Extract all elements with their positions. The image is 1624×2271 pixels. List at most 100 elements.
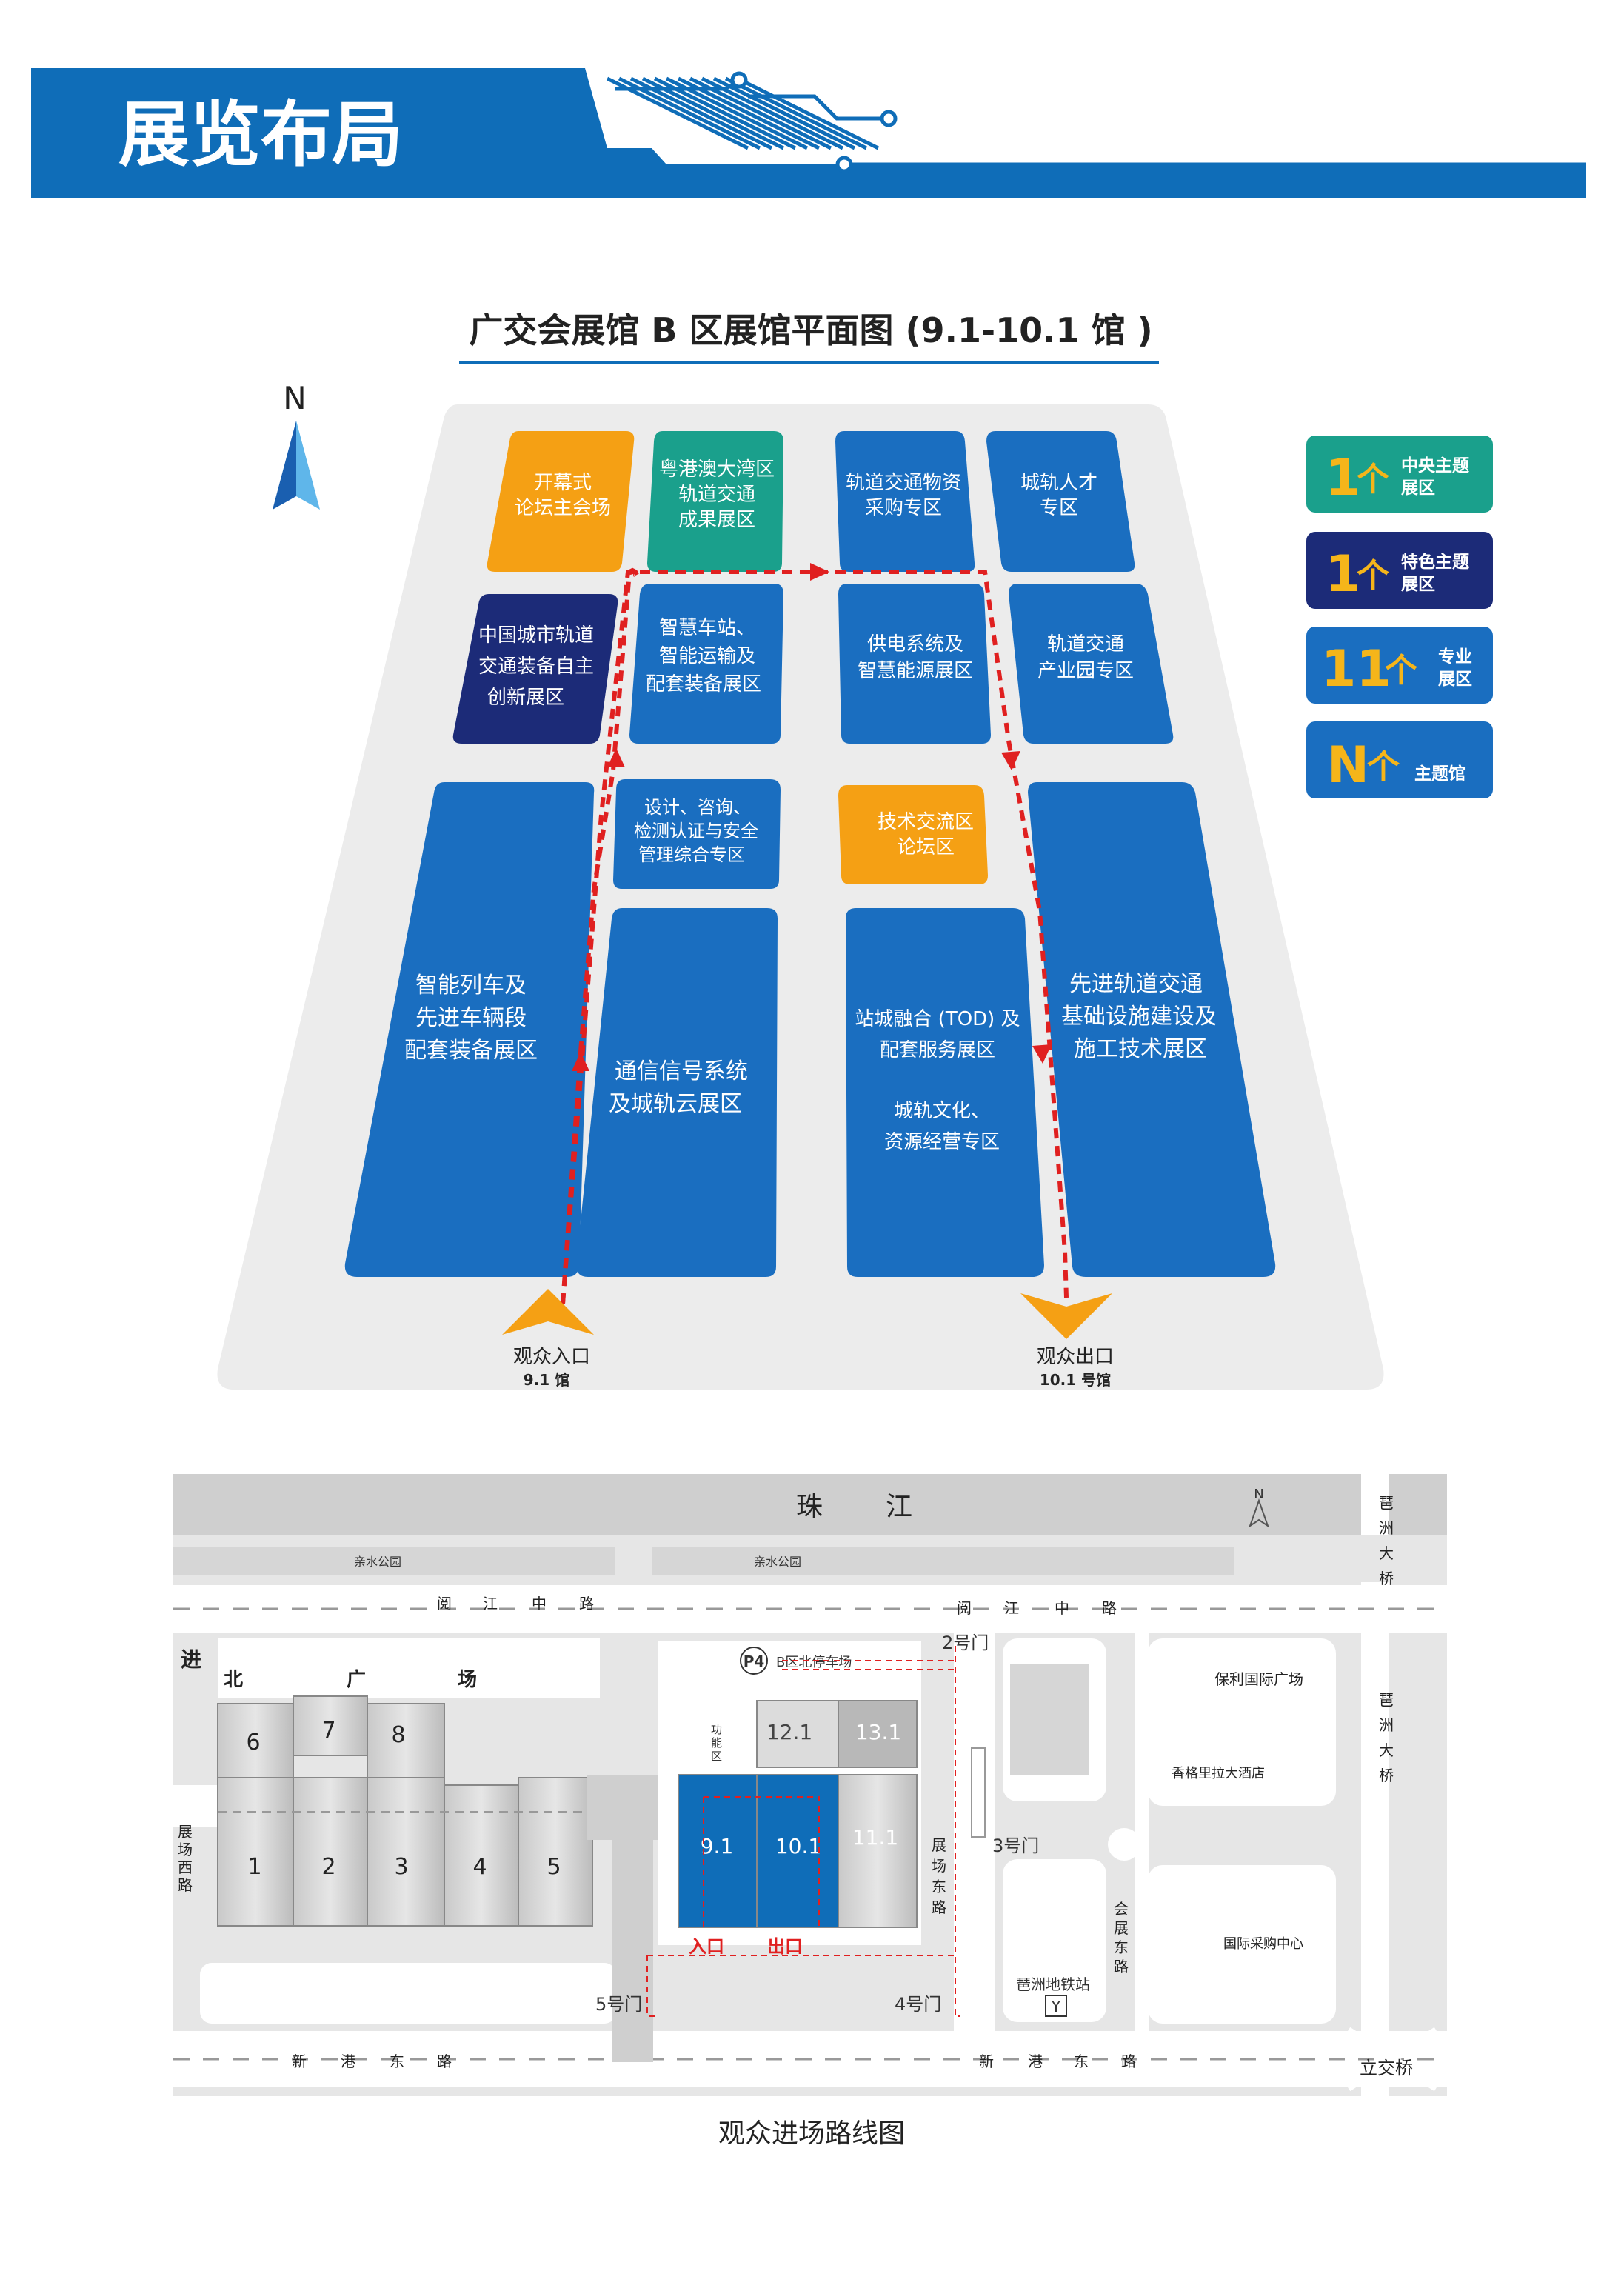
hall-7[interactable]: [293, 1695, 368, 1756]
zone-smart-station-label-1: 智慧车站、: [659, 617, 755, 639]
hall-11-1[interactable]: [838, 1774, 918, 1928]
road-label: 琶: [1379, 1691, 1394, 1709]
zone-china-equipment-label-1: 中国城市轨道: [478, 624, 594, 647]
west-halls: [217, 1695, 593, 1927]
zone-design-label-2: 检测认证与安全: [634, 821, 758, 841]
legend-num: 1: [1326, 545, 1360, 604]
park-middle: [652, 1547, 948, 1575]
floorplan-entrance[interactable]: 观众入口 9.1 馆: [502, 1289, 594, 1389]
zone-tod-label-1: 站城融合 (TOD) 及: [855, 1008, 1020, 1030]
legend-label-2: 展区: [1438, 670, 1472, 689]
zone-industrial-park-label-2: 产业园专区: [1037, 660, 1134, 682]
visitor-route-path: [561, 570, 1069, 1304]
gate-3-label[interactable]: 3号门: [992, 1835, 1039, 1856]
zone-culture-label-1: 城轨文化、: [894, 1100, 990, 1122]
legend-label-1: 特色主题: [1401, 552, 1469, 572]
hall-10-1[interactable]: [756, 1774, 839, 1928]
shangri-la-label: 香格里拉大酒店: [1172, 1766, 1265, 1781]
road-label: 西: [178, 1858, 193, 1876]
road-label: 江: [1004, 1599, 1019, 1617]
hall-1[interactable]: [217, 1777, 294, 1927]
metro-block: [1003, 1859, 1106, 2022]
zone-smart-station[interactable]: [629, 584, 783, 744]
gate-labels: 2号门 3号门 4号门 5号门: [595, 1633, 1039, 2015]
gate-2-label[interactable]: 2号门: [942, 1633, 989, 1653]
zone-infra[interactable]: [1028, 782, 1276, 1277]
road-label: 港: [1028, 2052, 1043, 2070]
functional-label: 区: [711, 1750, 722, 1763]
hall-label: 9.1: [701, 1834, 734, 1858]
hall-label: 8: [391, 1722, 405, 1748]
zone-design[interactable]: [613, 779, 781, 889]
zone-opening[interactable]: [487, 431, 635, 572]
road-label: 路: [1102, 1599, 1117, 1617]
route-arrow-down-2-icon: [1032, 1044, 1052, 1064]
road-label: 路: [579, 1595, 594, 1613]
road-label: 东: [1074, 2052, 1089, 2070]
metro-station[interactable]: 琶洲地铁站 Y: [1016, 1975, 1090, 2017]
zone-gba[interactable]: [647, 431, 783, 572]
sitemap-exit-label[interactable]: 出口: [767, 1936, 803, 1957]
legend-label-1: 主题馆: [1414, 764, 1466, 784]
exit-hall: 10.1 号馆: [1040, 1371, 1111, 1389]
zone-train-label-1: 智能列车及: [415, 973, 527, 998]
road-label: 琶: [1379, 1494, 1394, 1512]
hall-13-1[interactable]: [838, 1700, 918, 1768]
road-label: 阅: [957, 1599, 972, 1617]
road-label: 路: [932, 1898, 946, 1916]
river-label-1: 珠: [796, 1492, 823, 1522]
hall-9-1[interactable]: [678, 1774, 758, 1928]
zone-signal[interactable]: [576, 908, 778, 1277]
road-label: 大: [1379, 1544, 1394, 1562]
parking-p4[interactable]: P4 B区北停车场: [740, 1647, 852, 1675]
route-arrow-down-1-icon: [1001, 751, 1020, 770]
zone-tech-forum[interactable]: [838, 785, 988, 884]
parking-badge: P4: [744, 1653, 765, 1670]
zone-talent-label-1: 城轨人才: [1020, 472, 1097, 494]
hall-2[interactable]: [293, 1777, 368, 1927]
gate-5-label[interactable]: 5号门: [595, 1994, 642, 2015]
floorplan-exit[interactable]: 观众出口 10.1 号馆: [1020, 1293, 1114, 1389]
sitemap-north-label: N: [1254, 1487, 1263, 1502]
hall-label: 12.1: [766, 1720, 812, 1744]
zone-procurement-label-2: 采购专区: [865, 497, 942, 519]
road-label: 展: [932, 1836, 946, 1854]
north-square-label: 场: [458, 1669, 477, 1691]
road-labels: 阅 江 中 路 阅 江 中 路 新 港 东 路 新 港 东 路 展 场 西 路 …: [178, 1494, 1394, 2070]
hall-8[interactable]: [367, 1703, 445, 1778]
legend-label-1: 专业: [1438, 647, 1472, 667]
zone-signal-label-2: 及城轨云展区: [609, 1091, 742, 1117]
hall-3[interactable]: [367, 1777, 445, 1927]
hall-label: 10.1: [775, 1834, 821, 1858]
road-label: 大: [1379, 1741, 1394, 1759]
road-label: 中: [1055, 1599, 1069, 1617]
legend-unit: 个: [1357, 461, 1389, 498]
north-square-label: 北: [224, 1669, 243, 1691]
hall-12-1[interactable]: [756, 1700, 839, 1768]
legend-label-1: 中央主题: [1401, 456, 1469, 476]
hall-label: 13.1: [855, 1720, 901, 1744]
route-arrow-up-2-icon: [607, 748, 625, 767]
road-label: 东: [1114, 1938, 1129, 1956]
zone-tod-culture[interactable]: [846, 908, 1044, 1277]
zone-china-equipment[interactable]: [452, 594, 618, 744]
gate-4-label[interactable]: 4号门: [895, 1994, 941, 2015]
hall-6[interactable]: [217, 1703, 294, 1778]
zone-power[interactable]: [838, 584, 991, 744]
zone-tech-forum-label-1: 技术交流区: [878, 811, 974, 833]
zone-industrial-park[interactable]: [1009, 584, 1174, 744]
zone-procurement[interactable]: [835, 431, 975, 572]
road-label: 东: [932, 1878, 946, 1895]
sitemap-entrance-label[interactable]: 入口: [689, 1936, 724, 1957]
floorplan-north-arrow: N: [273, 380, 320, 510]
zone-talent[interactable]: [986, 431, 1135, 572]
metro-label: 琶洲地铁站: [1016, 1975, 1090, 1993]
metro-icon: [1045, 1995, 1067, 2017]
road-label: 中: [532, 1595, 547, 1613]
purchasing-label: 国际采购中心: [1223, 1936, 1303, 1952]
hall-5[interactable]: [518, 1777, 593, 1927]
zone-train[interactable]: [344, 782, 595, 1277]
banner-circuit-lines: [615, 71, 1586, 173]
road-label: 阅: [437, 1595, 452, 1613]
floorplan-zones: [344, 431, 1276, 1277]
